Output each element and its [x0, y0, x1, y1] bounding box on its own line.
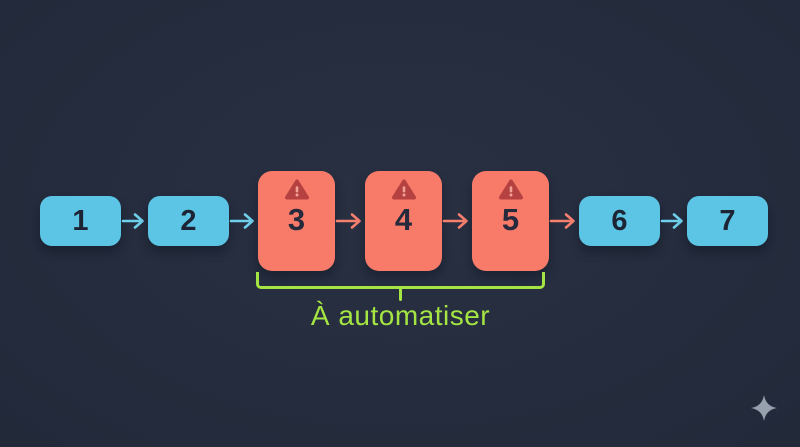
arrow-right-icon: [660, 213, 683, 229]
warning-icon: [284, 179, 309, 200]
automation-bracket-label: À automatiser: [310, 300, 491, 331]
step-box-6: 6: [579, 196, 660, 246]
step-label: 5: [501, 202, 520, 237]
arrow-right-icon: [229, 213, 254, 229]
step-box-4: 4: [365, 171, 442, 271]
step-label: 2: [180, 204, 197, 237]
step-label: 7: [719, 204, 736, 237]
automation-bracket-tick: [399, 288, 402, 301]
warning-icon: [391, 179, 416, 200]
sparkle-icon: [750, 394, 778, 427]
step-box-1: 1: [40, 196, 121, 246]
step-box-7: 7: [687, 196, 768, 246]
step-label: 4: [394, 202, 413, 237]
warning-icon: [498, 179, 523, 200]
arrow-right-icon: [549, 213, 575, 229]
step-box-3: 3: [258, 171, 335, 271]
step-box-2: 2: [148, 196, 229, 246]
arrow-4-5: [442, 211, 472, 231]
arrow-right-icon: [335, 213, 361, 229]
arrow-right-icon: [442, 213, 468, 229]
process-flow: 1 2 3: [40, 171, 768, 271]
step-label: 6: [611, 204, 628, 237]
arrow-6-7: [660, 211, 687, 231]
arrow-3-4: [335, 211, 365, 231]
arrow-right-icon: [121, 213, 144, 229]
step-label: 1: [72, 204, 89, 237]
arrow-5-6: [549, 211, 579, 231]
step-label: 3: [287, 202, 306, 237]
arrow-1-2: [121, 211, 148, 231]
arrow-2-3: [229, 211, 258, 231]
automation-bracket: [256, 272, 545, 289]
step-box-5: 5: [472, 171, 549, 271]
